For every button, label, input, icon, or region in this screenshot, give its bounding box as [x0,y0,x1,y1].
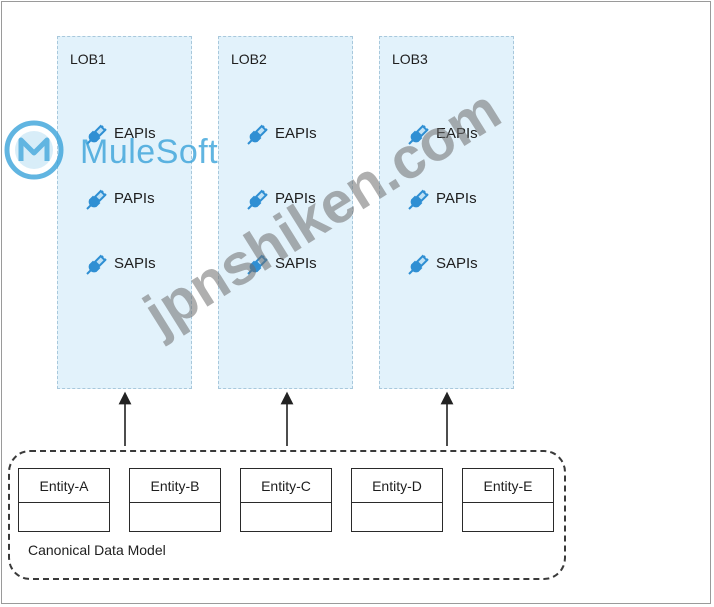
entity-name: Entity-D [352,469,442,503]
lob-title: LOB3 [392,51,428,67]
api-label: PAPIs [114,189,155,207]
api-label: EAPIs [114,124,156,142]
entity-box-b: Entity-B [129,468,221,532]
api-label: SAPIs [436,254,478,272]
lob-column-1: LOB1 EAPIs PAPIs SAPIs [57,36,192,389]
lob-column-2: LOB2 EAPIs PAPIs SAPIs [218,36,353,389]
entity-name: Entity-E [463,469,553,503]
plug-icon [84,119,112,147]
entity-name: Entity-C [241,469,331,503]
api-label: EAPIs [275,124,317,142]
plug-icon [84,184,112,212]
entity-box-d: Entity-D [351,468,443,532]
api-layer-sapis: SAPIs [245,249,317,277]
api-layer-papis: PAPIs [245,184,316,212]
entity-box-c: Entity-C [240,468,332,532]
entity-name: Entity-A [19,469,109,503]
plug-icon [245,119,273,147]
api-layer-eapis: EAPIs [406,119,478,147]
entity-name: Entity-B [130,469,220,503]
api-label: PAPIs [275,189,316,207]
api-layer-papis: PAPIs [406,184,477,212]
plug-icon [84,249,112,277]
plug-icon [245,184,273,212]
plug-icon [406,119,434,147]
canonical-data-model-label: Canonical Data Model [28,542,166,558]
logo-text: MuleSoft [80,133,219,171]
api-label: SAPIs [275,254,317,272]
api-layer-sapis: SAPIs [406,249,478,277]
lob-title: LOB1 [70,51,106,67]
entity-box-e: Entity-E [462,468,554,532]
api-label: SAPIs [114,254,156,272]
entity-box-a: Entity-A [18,468,110,532]
mulesoft-logo-watermark: MuleSoft [4,120,218,185]
api-label: PAPIs [436,189,477,207]
lob-column-3: LOB3 EAPIs PAPIs SAPIs [379,36,514,389]
canonical-data-model-container: Canonical Data Model [8,450,566,580]
api-layer-sapis: SAPIs [84,249,156,277]
lob-title: LOB2 [231,51,267,67]
plug-icon [406,184,434,212]
api-layer-eapis: EAPIs [245,119,317,147]
plug-icon [245,249,273,277]
plug-icon [406,249,434,277]
api-layer-eapis: EAPIs [84,119,156,147]
api-layer-papis: PAPIs [84,184,155,212]
api-label: EAPIs [436,124,478,142]
mulesoft-logo-icon [4,120,74,185]
